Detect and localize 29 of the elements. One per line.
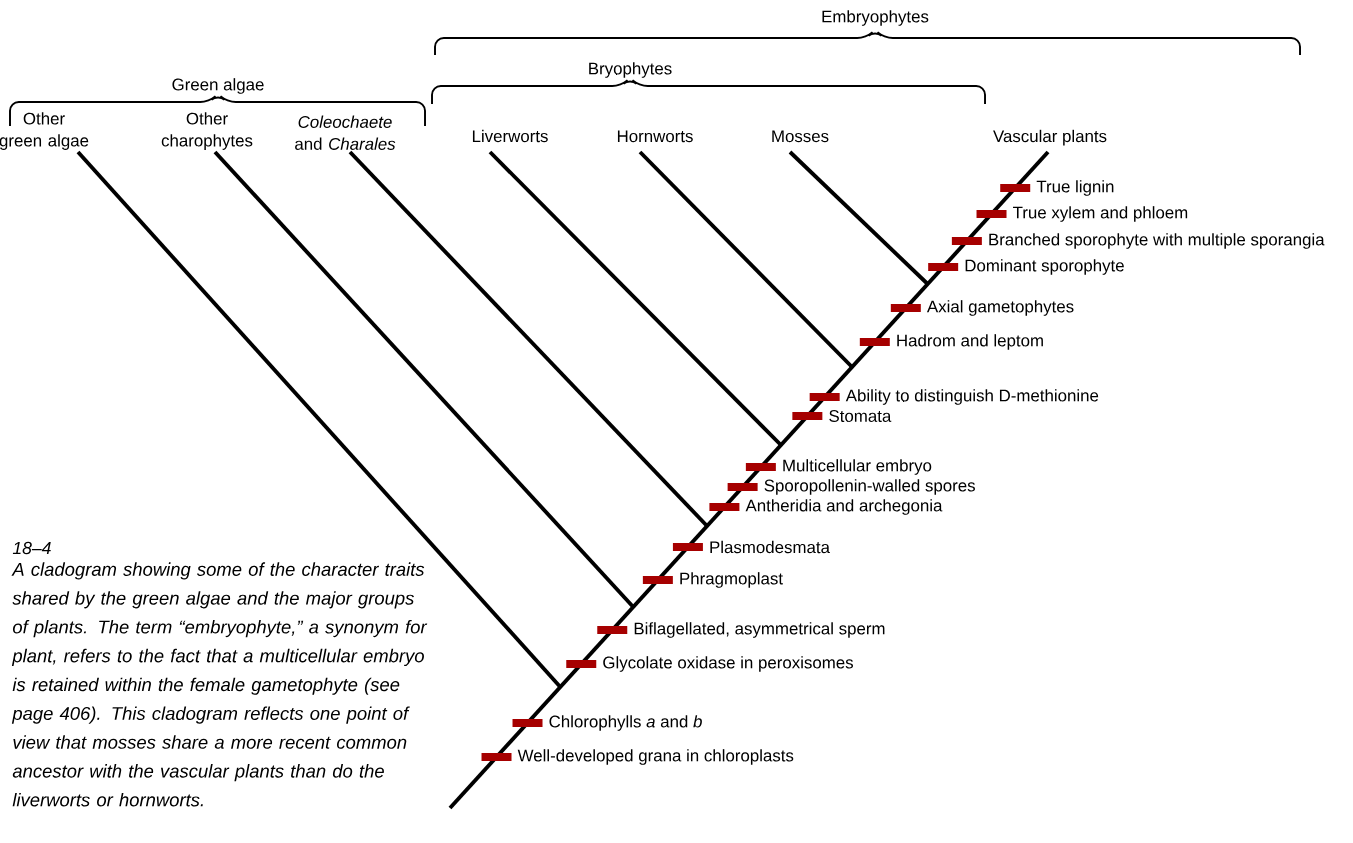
group-label: Embryophytes bbox=[822, 10, 929, 26]
trait-label: Glycolate oxidase in peroxisomes bbox=[603, 656, 853, 672]
trait-label: Chlorophylls a and b bbox=[549, 715, 702, 731]
taxon-label: Other charophytes bbox=[161, 112, 253, 150]
trait-label: Hadrom and leptom bbox=[897, 334, 1043, 350]
trait-label: Well-developed grana in chloroplasts bbox=[517, 749, 794, 765]
caption: A cladogram showing some of the character traits shared by the green algae and the major groups of plants. The term “embryophyte,” a synonym for plant, refers to the fact that a multicellular embryo is retained within the female gametophyte (see page 406). This cladogram reflects one point of view that mosses share a more recent common ancestor with the vascular plants than do the liverworts or hornworts. bbox=[11, 562, 428, 807]
group-label: Green algae bbox=[172, 78, 264, 94]
trait-label: Antheridia and archegonia bbox=[745, 499, 943, 515]
taxon-label: Mosses bbox=[772, 130, 829, 143]
taxon-label: Hornworts bbox=[617, 130, 693, 143]
trait-label: Stomata bbox=[829, 410, 892, 422]
trait-label: Ability to distinguish D-methionine bbox=[845, 389, 1099, 405]
trait-label: Axial gametophytes bbox=[926, 300, 1074, 316]
trait-label: Plasmodesmata bbox=[710, 540, 830, 554]
trait-label: True lignin bbox=[1036, 180, 1114, 196]
trait-label: Branched sporophyte with multiple sporangia bbox=[989, 233, 1325, 249]
taxon-label: Vascular plants bbox=[993, 129, 1107, 146]
taxon-label: Other green algae bbox=[0, 112, 89, 150]
group-label: Bryophytes bbox=[589, 62, 672, 78]
trait-label: Dominant sporophyte bbox=[965, 259, 1124, 275]
taxon-label: Coleochaete and Charales bbox=[295, 115, 396, 150]
trait-label: Sporopollenin-walled spores bbox=[764, 479, 975, 495]
trait-label: True xylem and phloem bbox=[1013, 206, 1188, 222]
taxon-label: Liverworts bbox=[472, 129, 548, 143]
figure-number: 18–4 bbox=[12, 541, 51, 555]
trait-label: Multicellular embryo bbox=[783, 459, 932, 475]
trait-label: Biflagellated, asymmetrical sperm bbox=[634, 622, 885, 638]
trait-label: Phragmoplast bbox=[680, 572, 783, 588]
